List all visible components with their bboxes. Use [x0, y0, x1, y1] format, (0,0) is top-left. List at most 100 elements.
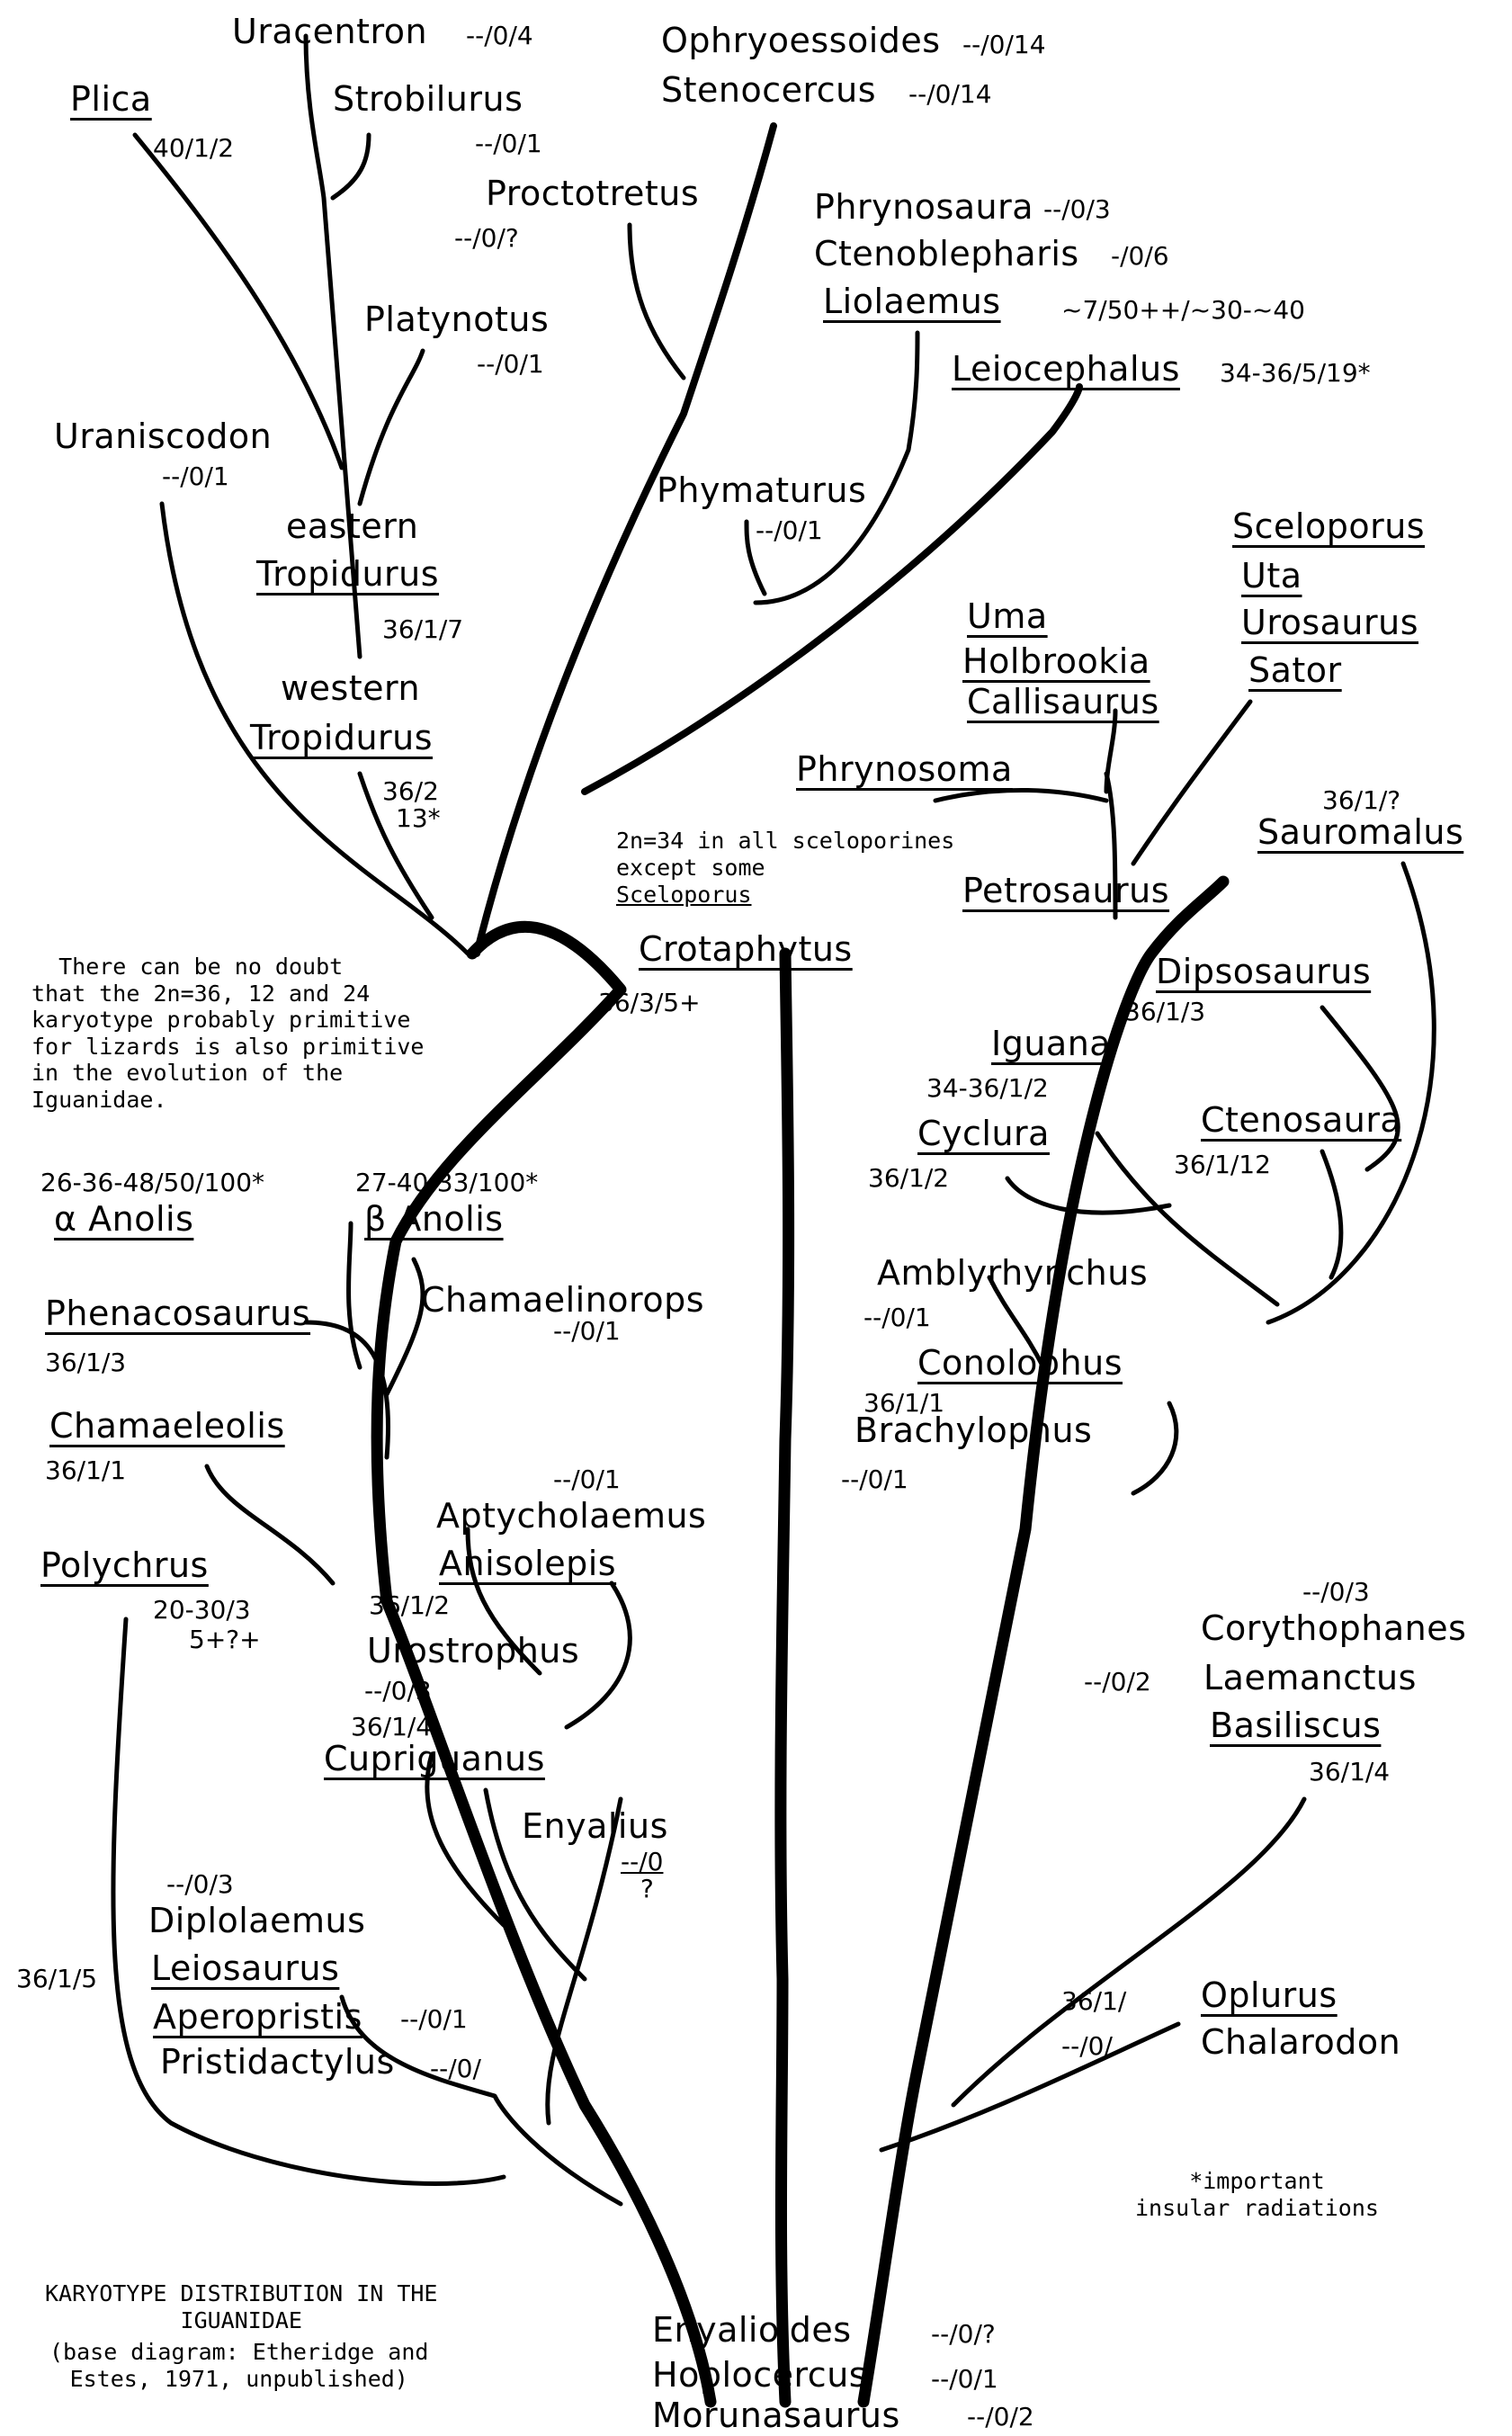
branch-phymaturus: [753, 330, 920, 605]
karyotype-platynotus: --/0/1: [477, 349, 544, 379]
karyotype-leiocephalus: 34-36/5/19*: [1220, 358, 1371, 388]
taxon-ctenosaura: Ctenosaura: [1201, 1100, 1402, 1140]
taxon-hoplocercus: Hoplocercus: [652, 2355, 868, 2395]
karyotype-chamaelinorops: --/0/1: [553, 1316, 621, 1346]
taxon-oplurus: Oplurus: [1201, 1975, 1338, 2015]
branch-urostrophus: [564, 1581, 632, 1730]
branch-phymaturus-2: [744, 519, 767, 596]
branch-eastern-trop: [303, 33, 362, 659]
karyotype-uracentron: --/0/4: [466, 21, 533, 50]
taxon-uracentron: Uracentron: [232, 12, 428, 51]
taxon-polychrus: Polychrus: [40, 1545, 209, 1585]
branch-beta: [384, 1257, 425, 1397]
karyotype-proctotretus: --/0/?: [454, 223, 519, 253]
branch-cyclura: [1005, 1176, 1172, 1215]
branch-sauromalus: [1266, 861, 1436, 1325]
karyotype-enyalius-bottom: ?: [640, 1874, 654, 1903]
taxon-enyalioides: Enyalioides: [652, 2310, 852, 2350]
taxon-amblyrhynchus: Amblyrhynchus: [877, 1253, 1149, 1293]
taxon-diplolaemus: Diplolaemus: [148, 1901, 366, 1940]
taxon-laemanctus: Laemanctus: [1203, 1658, 1417, 1697]
taxon-platynotus: Platynotus: [364, 300, 550, 339]
branch-strobilurus: [330, 132, 371, 201]
branch-cupriguanus: [425, 1751, 506, 1928]
taxon-iguana: Iguana: [991, 1024, 1112, 1063]
taxon-eastern-tropidurus-line1: eastern: [286, 506, 419, 546]
taxon-sauromalus: Sauromalus: [1257, 812, 1464, 852]
branch-anolis: [303, 1320, 390, 1460]
karyotype-phymaturus: --/0/1: [756, 515, 823, 545]
taxon-phymaturus: Phymaturus: [657, 470, 867, 510]
taxon-aperopristis: Aperopristis: [153, 1997, 362, 2037]
karyotype-ctenoblepharis: -/0/6: [1111, 241, 1169, 271]
taxon-uraniscodon: Uraniscodon: [54, 416, 273, 456]
taxon-chamaelinorops: Chamaelinorops: [421, 1280, 704, 1320]
karyotype-cupriguanus: 36/1/4: [351, 1712, 433, 1742]
taxon-strobilurus: Strobilurus: [333, 79, 523, 119]
taxon-petrosaurus: Petrosaurus: [962, 871, 1170, 910]
karyotype-uraniscodon: --/0/1: [162, 461, 229, 491]
karyotype-polychrus-top: 20-30/3: [153, 1595, 251, 1625]
branch-enyalius: [483, 1787, 587, 1982]
taxon-chamaeleolis: Chamaeleolis: [49, 1406, 285, 1446]
taxon-alpha-anolis: α Anolis: [54, 1199, 194, 1239]
karyotype-plica: 40/1/2: [153, 133, 235, 163]
branch-plica: [132, 132, 344, 470]
branch-polychrus: [111, 1617, 506, 2186]
karyotype-eastern-tropidurus: 36/1/7: [382, 614, 464, 644]
karyotype-phrynosaura: --/0/3: [1043, 194, 1111, 224]
karyotype-western-tropidurus-bottom: 13*: [396, 803, 441, 833]
taxon-uta: Uta: [1241, 556, 1302, 596]
taxon-phenacosaurus: Phenacosaurus: [45, 1294, 311, 1333]
karyotype-diplolaemus: --/0/3: [166, 1869, 234, 1899]
taxon-holbrookia: Holbrookia: [962, 641, 1150, 681]
branch-uraniscodon: [159, 501, 470, 956]
taxon-crotaphytus: Crotaphytus: [639, 929, 853, 969]
karyotype-ophryoessoides: --/0/14: [962, 30, 1046, 59]
taxon-basiliscus: Basiliscus: [1210, 1706, 1382, 1745]
taxon-beta-anolis: β Anolis: [364, 1199, 504, 1239]
branch-amblyrhynchus: [987, 1275, 1046, 1370]
karyotype-anisolepis: 36/1/2: [369, 1590, 451, 1620]
karyotype-polychrus-bottom: 5+?+: [189, 1625, 261, 1654]
taxon-aptycholaemus: Aptycholaemus: [436, 1496, 707, 1536]
branch-stenocercus: [473, 122, 777, 957]
taxon-plica: Plica: [70, 79, 152, 119]
branch-brachylophus: [1131, 1401, 1179, 1496]
taxon-urosaurus: Urosaurus: [1241, 603, 1419, 642]
note-sceloporine-genus: Sceloporus: [616, 882, 752, 908]
karyotype-western-tropidurus-top: 36/2: [382, 776, 439, 806]
branch-uma: [1104, 708, 1118, 794]
taxon-cupriguanus: Cupriguanus: [324, 1739, 545, 1778]
taxon-anisolepis: Anisolepis: [439, 1544, 617, 1583]
branch-oplurus: [879, 2021, 1181, 2153]
taxon-urostrophus: Urostrophus: [367, 1631, 580, 1670]
karyotype-sauromalus: 36/1/?: [1322, 785, 1401, 815]
karyotype-laemanctus: --/0/2: [1084, 1667, 1151, 1697]
taxon-sator: Sator: [1248, 650, 1342, 690]
karyotype-chalarodon: --/0/: [1061, 2031, 1113, 2061]
karyotype-hoplocercus: --/0/1: [931, 2364, 998, 2394]
taxon-liolaemus: Liolaemus: [823, 282, 1001, 321]
karyotype-enyalius-top: --/0: [621, 1847, 664, 1876]
taxon-pristidactylus: Pristidactylus: [160, 2042, 395, 2082]
karyotype-strobilurus: --/0/1: [475, 129, 542, 158]
caption-title: KARYOTYPE DISTRIBUTION IN THE IGUANIDAE: [45, 2280, 438, 2333]
taxon-cyclura: Cyclura: [917, 1114, 1050, 1153]
karyotype-aperopristis: --/0/1: [400, 2004, 468, 2034]
karyotype-chamaeleolis: 36/1/1: [45, 1455, 127, 1485]
karyotype-beta-anolis: 27-40/33/100*: [355, 1168, 539, 1197]
karyotype-urostrophus: --/0/3: [364, 1676, 432, 1706]
taxon-brachylophus: Brachylophus: [854, 1411, 1093, 1450]
karyotype-amblyrhynchus: --/0/1: [863, 1303, 931, 1332]
branch-pristidactylus: [339, 1994, 623, 2207]
branch-basiliscus: [951, 1796, 1307, 2108]
taxon-phrynosaura: Phrynosaura: [814, 187, 1034, 227]
note-insular-radiations: *important insular radiations: [1135, 2168, 1379, 2221]
karyotype-morunasaurus: --/0/2: [967, 2402, 1034, 2432]
trunk-center: [774, 947, 795, 2408]
taxon-uma: Uma: [967, 596, 1048, 636]
taxon-callisaurus: Callisaurus: [967, 682, 1159, 721]
